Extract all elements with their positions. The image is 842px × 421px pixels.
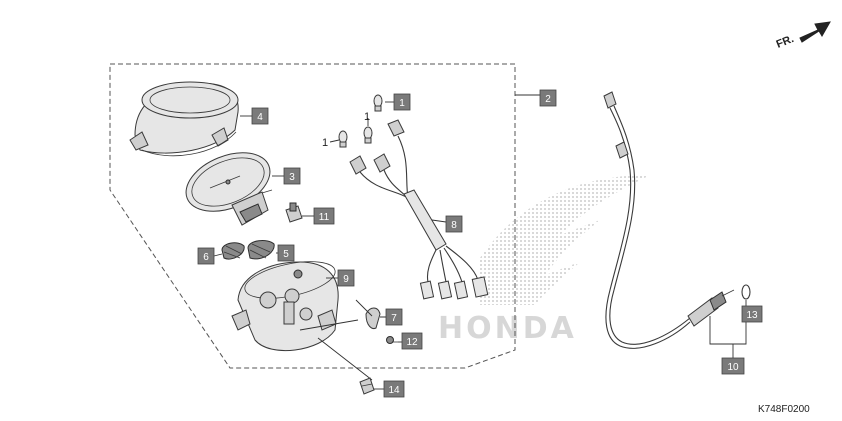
svg-text:7: 7 — [391, 313, 397, 324]
wire-harness — [349, 119, 489, 300]
svg-text:1: 1 — [399, 98, 405, 109]
screw-12 — [386, 336, 398, 344]
callout-1: 1 — [393, 93, 411, 111]
speedometer-cable — [603, 91, 735, 349]
callout-9: 9 — [337, 269, 355, 287]
callout-7: 7 — [385, 308, 403, 326]
callout-4: 4 — [251, 107, 269, 125]
front-label: FR. — [775, 33, 796, 51]
speedometer-gauge — [185, 152, 273, 226]
front-direction-indicator: FR. — [775, 21, 831, 51]
callout-11: 11 — [313, 207, 335, 225]
leader-10 — [709, 316, 747, 345]
svg-text:14: 14 — [388, 385, 400, 396]
svg-text:3: 3 — [289, 172, 295, 183]
fitting-11 — [285, 202, 303, 223]
svg-text:4: 4 — [257, 112, 263, 123]
o-ring-13 — [741, 284, 751, 300]
callout-13: 13 — [741, 305, 763, 323]
plain-label-bulb-b: 1 — [364, 111, 370, 123]
callout-2: 2 — [539, 89, 557, 107]
leader-6 — [213, 253, 223, 257]
bolt-14 — [359, 377, 375, 395]
callout-3: 3 — [283, 167, 301, 185]
leader-8 — [431, 219, 447, 223]
cushion-6 — [221, 242, 245, 260]
plain-label-bulb-a: 1 — [322, 137, 328, 149]
leader-base — [299, 319, 373, 381]
svg-text:12: 12 — [406, 337, 418, 348]
svg-text:13: 13 — [746, 310, 758, 321]
callout-6: 6 — [197, 247, 215, 265]
callout-14: 14 — [383, 380, 405, 398]
svg-text:8: 8 — [451, 220, 457, 231]
leader-1-pair — [329, 118, 369, 143]
bulb-mid — [363, 126, 373, 144]
meter-case-base — [231, 261, 339, 352]
callout-10: 10 — [721, 357, 745, 375]
front-arrow-icon — [799, 21, 831, 43]
svg-text:10: 10 — [727, 362, 739, 373]
svg-text:9: 9 — [343, 274, 349, 285]
figure-code: K748F0200 — [758, 404, 810, 415]
svg-text:11: 11 — [319, 212, 330, 223]
clip-7 — [365, 307, 381, 329]
bulb-left — [338, 130, 348, 148]
honda-watermark: HONDA — [438, 175, 650, 346]
assembly-boundary — [109, 63, 516, 369]
watermark-text: HONDA — [438, 311, 577, 346]
cushion-5 — [247, 240, 275, 260]
bulb-top — [373, 94, 383, 112]
callout-8: 8 — [445, 215, 463, 233]
callout-5: 5 — [277, 244, 295, 262]
leader-7 — [355, 299, 386, 318]
svg-text:5: 5 — [283, 249, 289, 260]
meter-cover — [129, 81, 239, 157]
svg-text:6: 6 — [203, 252, 209, 263]
callout-12: 12 — [401, 332, 423, 350]
svg-text:2: 2 — [545, 94, 551, 105]
